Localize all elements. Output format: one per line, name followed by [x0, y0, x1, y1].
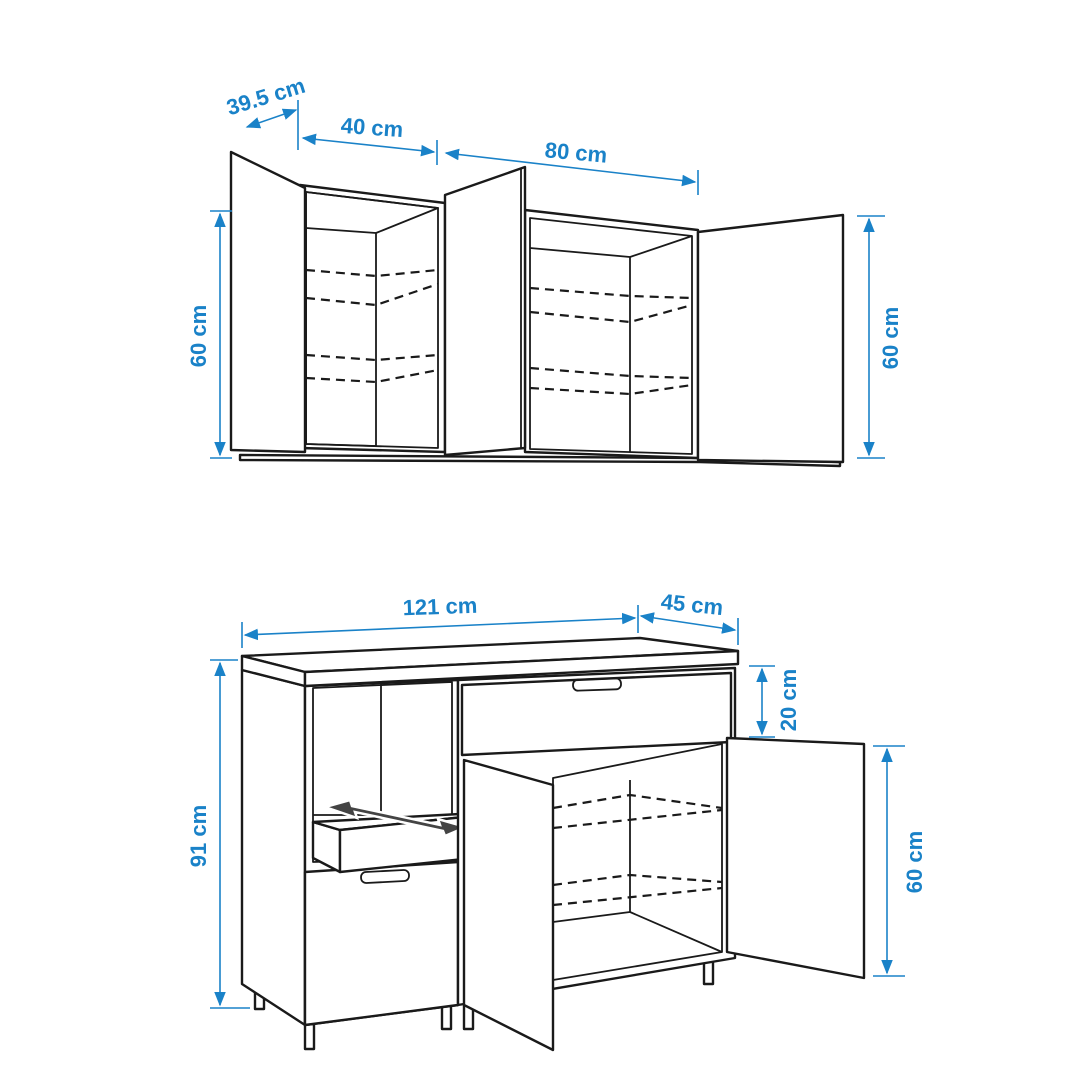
base-dimensions — [210, 605, 905, 1009]
base-left-side — [240, 668, 307, 1027]
wall-cabinet-middle-door — [443, 165, 527, 457]
wall-cabinet-left-door — [229, 150, 307, 454]
wall-depth-label: 39.5 cm — [224, 73, 309, 121]
wall-dimensions — [210, 100, 885, 459]
base-door-height-label: 60 cm — [902, 831, 927, 893]
wall-height-right-label: 60 cm — [878, 307, 903, 369]
base-right-right-door — [725, 736, 866, 980]
base-drawer-height-label: 20 cm — [776, 669, 801, 731]
base-right-left-door — [462, 758, 555, 1052]
base-dimension-labels: 121 cm 45 cm 91 cm 20 cm 60 cm — [186, 589, 927, 893]
wall-cabinet-large — [523, 208, 700, 460]
top-drawer-handle — [572, 677, 622, 692]
wall-height-left-label: 60 cm — [186, 305, 211, 367]
wall-cabinet-right-door — [696, 213, 845, 464]
base-top-drawer-front — [460, 671, 733, 757]
base-depth-label: 45 cm — [660, 589, 725, 620]
base-height-label: 91 cm — [186, 805, 211, 867]
base-lower-drawer-front — [303, 860, 460, 1027]
base-leg — [303, 1022, 316, 1051]
base-cabinets-drawing — [240, 636, 866, 1052]
countertop — [240, 636, 740, 688]
base-width-label: 121 cm — [402, 593, 477, 621]
wall-width-small-label: 40 cm — [340, 113, 404, 142]
wall-cabinets-drawing — [229, 150, 845, 468]
wall-width-large-label: 80 cm — [544, 137, 608, 167]
wall-cabinet-small — [298, 183, 447, 454]
lower-drawer-handle — [360, 869, 410, 884]
